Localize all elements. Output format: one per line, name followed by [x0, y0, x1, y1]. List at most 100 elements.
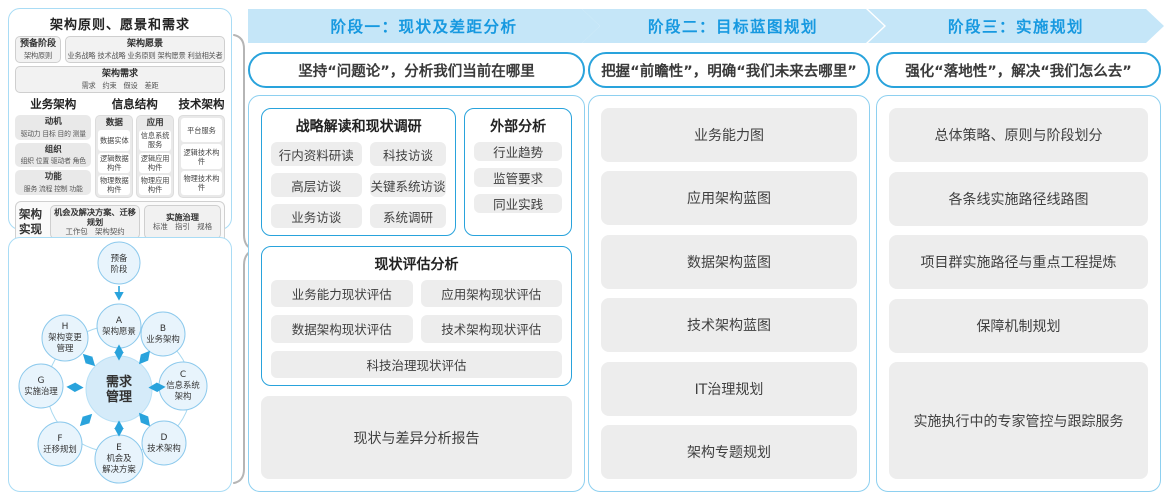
node-c-label2: 架构 — [175, 391, 192, 401]
function-box: 功能 服务 流程 控制 功能 — [15, 170, 92, 195]
implementation-governance-sub: 标准 指引 规格 — [152, 222, 213, 232]
phase2-header-text: 阶段二：目标蓝图规划 — [647, 18, 818, 36]
implementation-item-tall: 实施执行中的专家管控与跟踪服务 — [889, 362, 1148, 479]
adm-cycle-panel: 预备 阶段 需求 管理 A 架构愿景 B 业务架构 C 信息系统 架构 D 技术… — [8, 237, 232, 492]
technology-subcolumn: 平台服务 逻辑技术构件 物理技术构件 — [177, 115, 225, 198]
node-h-letter: H — [62, 322, 69, 332]
assessment-item: 业务能力现状评估 — [271, 280, 413, 308]
implementation-governance-box: 实施治理 标准 指引 规格 — [144, 204, 221, 239]
phase1-content-box: 战略解读和现状调研 行内资料研读 科技访谈 高层访谈 关键系统访谈 业务访谈 系… — [248, 95, 585, 492]
blueprint-item: 数据架构蓝图 — [601, 234, 857, 289]
node-b-label: 业务架构 — [146, 334, 180, 344]
phase2-content-box: 业务能力图 应用架构蓝图 数据架构蓝图 技术架构蓝图 IT治理规划 架构专题规划 — [588, 95, 870, 492]
assessment-item: 应用架构现状评估 — [420, 280, 562, 308]
external-analysis-title: 外部分析 — [490, 119, 547, 135]
implementation-item: 保障机制规划 — [889, 298, 1148, 353]
node-c-letter: C — [180, 370, 186, 380]
opportunities-migration-box: 机会及解决方案、迁移规划 工作包 架构契约 — [50, 204, 141, 239]
adm-node-b — [140, 311, 186, 357]
organization-sub: 组织 位置 驱动者 角色 — [20, 157, 86, 166]
function-sub: 服务 流程 控制 功能 — [23, 184, 83, 193]
architecture-requirements-title: 架构需求 — [101, 69, 138, 80]
application-subcolumn: 应用 信息系统服务 逻辑应用构件 物理应用构件 — [136, 115, 174, 198]
center-line1: 需求 — [106, 374, 133, 390]
panel-title: 架构原则、愿景和需求 — [49, 18, 190, 33]
phase2-subtitle: 把握“前瞻性”，明确“我们未来去哪里” — [588, 52, 870, 88]
center-h-arrow — [82, 353, 96, 367]
motivation-sub: 驱动力 目标 目的 测量 — [20, 129, 86, 138]
logical-app-component-box: 逻辑应用构件 — [139, 152, 171, 173]
node-h-label1: 架构变更 — [48, 332, 82, 342]
implementation-item: 各条线实施路径线路图 — [889, 171, 1148, 226]
phase1-subtitle-text: 坚持“问题论”，分析我们当前在哪里 — [298, 63, 535, 80]
phase1-subtitle: 坚持“问题论”，分析我们当前在哪里 — [248, 52, 585, 88]
organization-box: 组织 组织 位置 驱动者 角色 — [15, 142, 92, 168]
blueprint-item: 技术架构蓝图 — [601, 298, 857, 353]
function-title: 功能 — [44, 172, 62, 183]
adm-node-d — [141, 420, 187, 466]
node-a-letter: A — [116, 316, 123, 326]
prep-phase-sub: 架构原则 — [24, 50, 52, 60]
logical-data-component-box: 逻辑数据构件 — [98, 152, 131, 173]
external-analysis-item: 行业趋势 — [474, 142, 562, 161]
phase3-header-text: 阶段三：实施规划 — [947, 18, 1084, 36]
information-structure-column: 信息结构 数据 数据实体 逻辑数据构件 物理数据构件 应用 信息系统服务 逻辑应… — [95, 96, 174, 198]
opportunities-migration-title: 机会及解决方案、迁移规划 — [54, 206, 136, 228]
node-d-label: 技术架构 — [147, 443, 181, 453]
adm-node-h — [41, 314, 89, 362]
organization-title: 组织 — [44, 144, 62, 155]
survey-item: 业务访谈 — [271, 204, 362, 228]
node-e-label2: 解决方案 — [102, 464, 136, 474]
node-c-label1: 信息系统 — [166, 380, 200, 390]
node-b-letter: B — [160, 324, 166, 334]
node-a-label: 架构愿景 — [102, 326, 136, 336]
architecture-vision-sub: 业务战略 技术战略 业务原则 架构愿景 利益相关者 — [67, 50, 223, 60]
architecture-realization-row: 架构实现 机会及解决方案、迁移规划 工作包 架构契约 实施治理 标准 指引 规格 — [15, 200, 225, 243]
prep-circle-line1: 预备 — [111, 253, 128, 263]
physical-data-component-box: 物理数据构件 — [98, 174, 131, 195]
data-subcolumn: 数据 数据实体 逻辑数据构件 物理数据构件 — [95, 115, 134, 198]
center-b-arrow — [138, 350, 151, 365]
node-f-label: 迁移规划 — [43, 444, 77, 454]
prep-phase-box: 预备阶段 架构原则 — [15, 36, 61, 64]
prep-phase-title: 预备阶段 — [19, 39, 56, 49]
architecture-realization-label: 架构实现 — [19, 207, 42, 236]
node-f-letter: F — [57, 434, 62, 444]
node-g-letter: G — [38, 376, 45, 386]
blueprint-item: IT治理规划 — [601, 361, 857, 416]
assessment-group: 现状评估分析 业务能力现状评估 应用架构现状评估 数据架构现状评估 技术架构现状… — [261, 246, 572, 386]
opportunities-migration-sub: 工作包 架构契约 — [65, 227, 125, 237]
platform-service-box: 平台服务 — [180, 118, 222, 143]
application-subcolumn-title: 应用 — [146, 118, 164, 129]
survey-item: 高层访谈 — [271, 173, 362, 197]
physical-tech-component-box: 物理技术构件 — [180, 170, 222, 195]
center-line2: 管理 — [106, 389, 132, 405]
center-d-arrow — [138, 412, 151, 427]
technology-architecture-header: 技术架构 — [178, 97, 225, 112]
data-subcolumn-title: 数据 — [105, 118, 123, 129]
assessment-item: 技术架构现状评估 — [420, 315, 562, 343]
prep-vision-row: 预备阶段 架构原则 架构愿景 业务战略 技术战略 业务原则 架构愿景 利益相关者 — [15, 36, 225, 64]
phase2-header-band: 阶段二：目标蓝图规划 — [582, 9, 884, 43]
info-system-service-box: 信息系统服务 — [139, 130, 171, 151]
technology-architecture-column: 技术架构 平台服务 逻辑技术构件 物理技术构件 — [177, 96, 225, 198]
adm-cycle-diagram: 预备 阶段 需求 管理 A 架构愿景 B 业务架构 C 信息系统 架构 D 技术… — [18, 241, 208, 484]
survey-item: 科技访谈 — [369, 142, 447, 166]
phase1-header-text: 阶段一：现状及差距分析 — [330, 18, 518, 36]
business-architecture-header: 业务架构 — [30, 97, 77, 112]
implementation-item: 项目群实施路径与重点工程提炼 — [889, 235, 1148, 289]
blueprint-item: 应用架构蓝图 — [601, 171, 857, 226]
blueprint-item: 业务能力图 — [601, 108, 857, 162]
implementation-governance-title: 实施治理 — [166, 212, 199, 223]
assessment-item: 数据架构现状评估 — [271, 315, 413, 343]
survey-item: 行内资料研读 — [271, 142, 362, 166]
information-structure-header: 信息结构 — [111, 97, 158, 112]
data-entity-box: 数据实体 — [98, 130, 131, 151]
external-analysis-group: 外部分析 行业趋势 监管要求 同业实践 — [464, 108, 572, 236]
phase3-content-box: 总体策略、原则与阶段划分 各条线实施路径线路图 项目群实施路径与重点工程提炼 保… — [876, 95, 1161, 492]
phase1-header-band: 阶段一：现状及差距分析 — [248, 9, 600, 43]
node-e-label1: 机会及 — [106, 453, 132, 463]
architecture-requirements-box: 架构需求 需求 约束 假设 差距 — [15, 66, 225, 94]
motivation-title: 动机 — [44, 117, 62, 128]
